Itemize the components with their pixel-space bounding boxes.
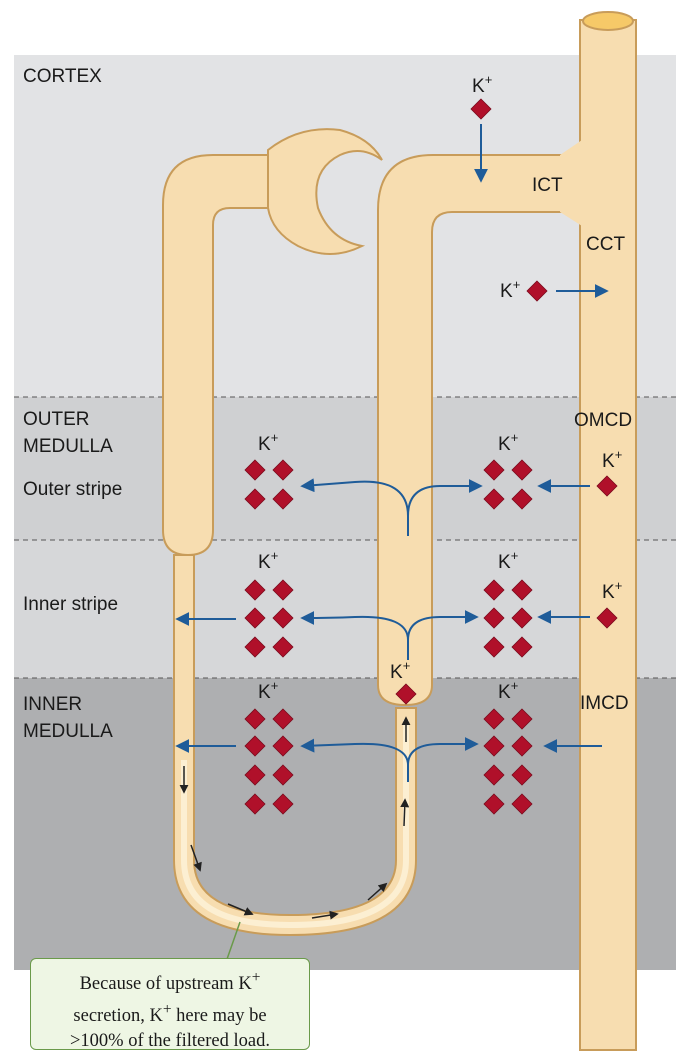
inner-stripe-label: Inner stripe — [23, 594, 118, 615]
k-ion-outer-stripe-left — [272, 459, 294, 481]
note-line-3: >100% of the filtered load. — [70, 1031, 270, 1052]
bowman-capsule — [267, 128, 383, 255]
k-ion-inner-medulla-left — [272, 735, 294, 757]
inner-stripe-branch-right — [407, 610, 479, 641]
k-ion-inner-stripe-mid — [483, 579, 505, 601]
note-callout: Because of upstream K+ secretion, K+ her… — [30, 958, 310, 1051]
flow-arrow — [367, 882, 388, 901]
inner-medulla-branch-right — [407, 737, 479, 766]
k-ion-outer-stripe-mid — [511, 488, 533, 510]
k-ion-outer-stripe-left — [244, 459, 266, 481]
k-ion-inner-stripe-mid — [483, 636, 505, 658]
k-ion-inner-medulla-left — [272, 793, 294, 815]
k-ion-inner-medulla-mid — [511, 793, 533, 815]
k-ion-inner-stripe-left — [272, 607, 294, 629]
note-text: Because of upstream K+ secretion, K+ her… — [31, 965, 309, 1054]
k-ion-inner-medulla-mid — [483, 764, 505, 786]
k-ion-inner-stripe-left — [272, 636, 294, 658]
note-pointer — [225, 921, 241, 963]
k-ion-inner-medulla-mid — [483, 793, 505, 815]
k-ion-outer-stripe-left — [272, 488, 294, 510]
outer-stripe-band — [14, 397, 676, 540]
cct-label: CCT — [586, 234, 625, 255]
k-ion-inner-stripe-mid — [483, 607, 505, 629]
collecting-duct-opening — [582, 11, 634, 31]
k-ion-inner-medulla-mid — [511, 735, 533, 757]
inner-medulla-branch-left — [300, 738, 409, 782]
k-ion-inner-medulla-mid — [511, 764, 533, 786]
k-ion-loop-tip — [395, 683, 417, 705]
omcd-label: OMCD — [574, 410, 632, 431]
flow-arrow — [311, 910, 339, 920]
cortex-label: CORTEX — [23, 66, 102, 87]
k-ion-outer-stripe-left — [244, 488, 266, 510]
k-ion-inner-medulla-left — [244, 735, 266, 757]
k-ion-inner-stripe-mid — [511, 607, 533, 629]
k-ion-outer-stripe-mid — [483, 488, 505, 510]
flow-arrow — [227, 903, 254, 916]
loop-highlight — [181, 720, 409, 929]
inner-medulla-label-line1: INNER — [23, 694, 82, 715]
cortex-band — [14, 55, 676, 397]
outer-stripe-branch-right — [407, 479, 483, 517]
flow-arrow — [190, 844, 202, 872]
k-ion-inner-stripe-mid — [511, 579, 533, 601]
k-ion-inner-medulla-mid — [483, 708, 505, 730]
k-ion-inner-stripe-left — [272, 579, 294, 601]
collecting-duct — [579, 19, 637, 1051]
k-ion-inner-stripe-left — [244, 636, 266, 658]
outer-medulla-label-line1: OUTER — [23, 409, 90, 430]
k-ion-inner-stripe-left — [244, 579, 266, 601]
k-ion-inner-medulla-left — [244, 793, 266, 815]
note-line-1: Because of upstream K+ — [79, 969, 261, 995]
k-ion-inner-stripe-left — [244, 607, 266, 629]
outer-medulla-label-line2: MEDULLA — [23, 436, 113, 457]
outer-stripe-label: Outer stripe — [23, 479, 122, 500]
k-ion-inner-medulla-left — [272, 708, 294, 730]
k-ion-omcd-outer — [596, 475, 618, 497]
thick-ascending-limb — [377, 154, 583, 707]
inner-stripe-band — [14, 540, 676, 678]
k-ion-inner-medulla-left — [244, 764, 266, 786]
k-ion-inner-medulla-left — [244, 708, 266, 730]
flow-arrow — [400, 798, 410, 827]
k-ion-ict — [470, 98, 492, 120]
inner-stripe-branch-left — [300, 610, 409, 660]
k-ion-omcd-inner — [596, 607, 618, 629]
outer-stripe-branch-left — [300, 478, 409, 536]
inner-medulla-label-line2: MEDULLA — [23, 721, 113, 742]
note-line-2: secretion, K+ here may be — [73, 1001, 267, 1027]
ict-label: ICT — [532, 175, 563, 196]
k-ion-inner-medulla-mid — [511, 708, 533, 730]
k-ion-outer-stripe-mid — [511, 459, 533, 481]
k-ion-cct — [526, 280, 548, 302]
k-ion-inner-medulla-mid — [483, 735, 505, 757]
ict-duct-junction — [560, 140, 582, 226]
k-ion-inner-stripe-mid — [511, 636, 533, 658]
k-ion-outer-stripe-mid — [483, 459, 505, 481]
imcd-label: IMCD — [580, 693, 629, 714]
k-ion-inner-medulla-left — [272, 764, 294, 786]
